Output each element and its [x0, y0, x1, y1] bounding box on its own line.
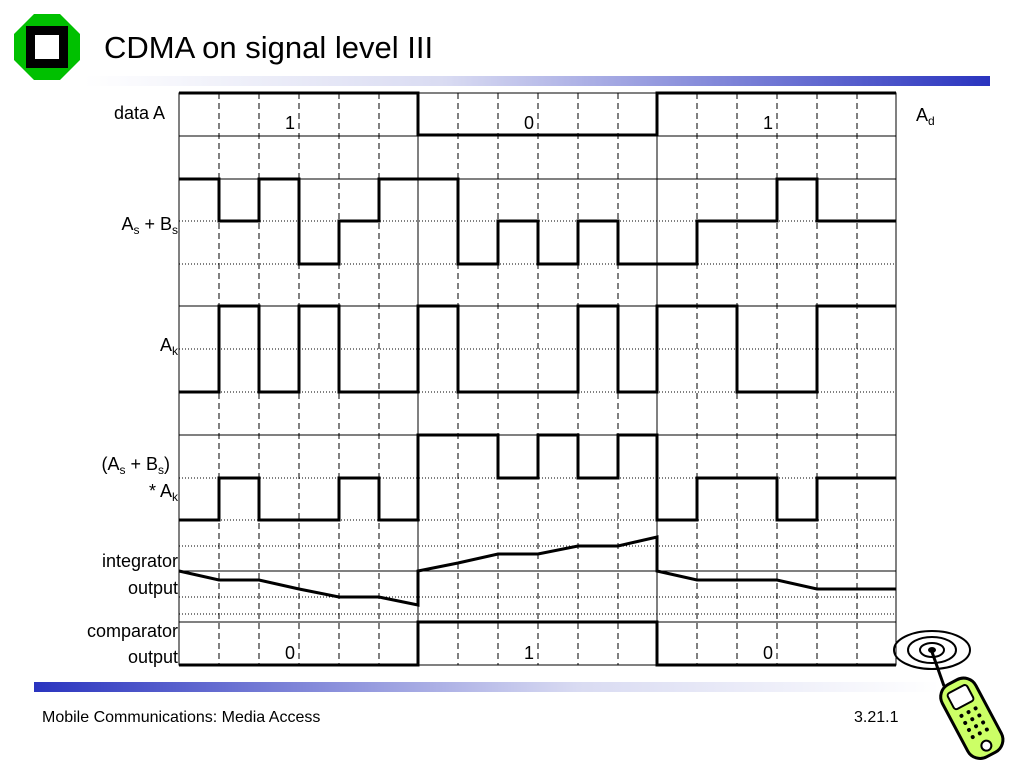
data-bit-1: 1: [285, 113, 295, 133]
comparator-bit-3: 0: [763, 643, 773, 663]
comparator-label-line2: output: [128, 647, 178, 667]
data-bit-2: 0: [524, 113, 534, 133]
footer-accent-bar: [34, 682, 940, 692]
data-a-label: data A: [114, 103, 165, 123]
product-signal: [179, 433, 896, 522]
ak-chip-signal: [179, 304, 896, 394]
mobile-phone-icon: [893, 630, 1005, 760]
ak-label: Ak: [160, 335, 179, 358]
comparator-bit-1: 0: [285, 643, 295, 663]
footer-slide-number: 3.21.1: [854, 709, 899, 726]
ad-label: Ad: [916, 105, 935, 128]
header-accent-bar: [84, 76, 990, 86]
data-a-signal: [179, 91, 896, 137]
data-bit-3: 1: [763, 113, 773, 133]
comparator-bit-2: 1: [524, 643, 534, 663]
university-logo-icon: [14, 14, 80, 80]
comparator-label-line1: comparator: [87, 621, 178, 641]
as-plus-bs-label: As + Bs: [121, 214, 178, 237]
footer-course-title: Mobile Communications: Media Access: [42, 709, 321, 726]
integrator-signal: [178, 535, 896, 607]
slide-title: CDMA on signal level III: [104, 30, 434, 65]
comparator-signal: [179, 620, 896, 667]
product-label-line1: (As + Bs): [101, 454, 170, 477]
as-plus-bs-signal: [179, 177, 896, 266]
integrator-label-line1: integrator: [102, 551, 178, 571]
integrator-label-line2: output: [128, 578, 178, 598]
product-label-line2: * Ak: [149, 481, 179, 504]
